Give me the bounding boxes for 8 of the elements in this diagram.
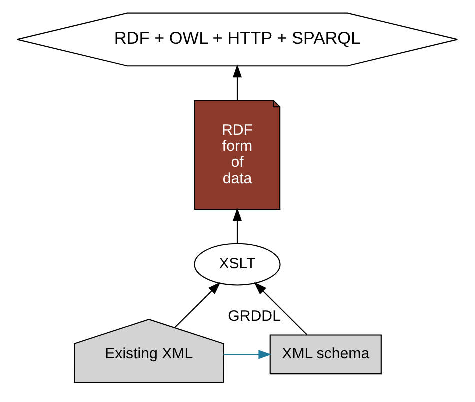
node-box: XML schema xyxy=(270,334,382,374)
arrow xyxy=(224,350,272,359)
arrow xyxy=(232,64,242,100)
node-ellipse: XSLT xyxy=(194,242,281,286)
arrow xyxy=(254,282,308,335)
arrow xyxy=(232,208,242,244)
edge-label: GRDDL xyxy=(228,307,281,324)
arrow xyxy=(174,282,221,328)
